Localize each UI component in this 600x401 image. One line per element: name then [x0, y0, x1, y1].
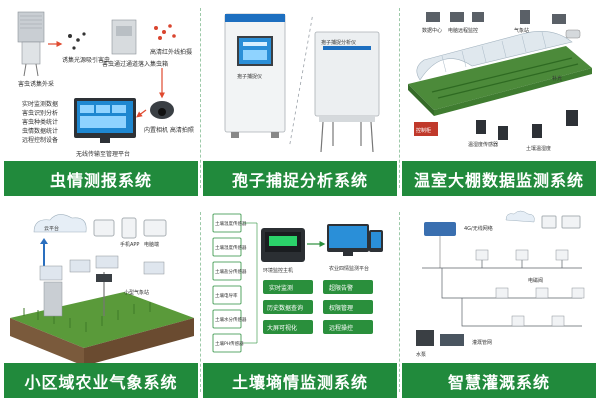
svg-text:水泵: 水泵 — [416, 351, 426, 358]
svg-text:手机APP: 手机APP — [120, 241, 139, 248]
svg-text:远程控制设备: 远程控制设备 — [22, 136, 58, 144]
panel-agro-weather: 云平台 手机APP 电脑端 小型气象站 小区域农业气象系统 — [4, 208, 198, 398]
svg-text:远程操控: 远程操控 — [329, 324, 353, 332]
svg-text:权限管理: 权限管理 — [329, 304, 353, 312]
svg-text:补光: 补光 — [552, 75, 562, 82]
svg-text:土壤水分传感器: 土壤水分传感器 — [215, 316, 247, 323]
svg-text:土壤盐分传感器: 土壤盐分传感器 — [215, 268, 247, 275]
separator-2 — [399, 8, 400, 188]
panel-soil-moisture: 土壤温度传感器 土壤湿度传感器 土壤盐分传感器 土壤电导率 土壤水分传感器 土壤… — [203, 208, 397, 398]
svg-text:小型气象站: 小型气象站 — [124, 289, 149, 296]
light-label: 诱集光源吸引害虫 — [62, 56, 110, 64]
svg-text:4G/无线网络: 4G/无线网络 — [464, 225, 493, 232]
camera-label: 内置相机 高清拍照 — [144, 126, 194, 134]
platform-label: 无线传输至管理平台 — [76, 150, 130, 158]
svg-text:灌溉管网: 灌溉管网 — [472, 339, 492, 346]
title-insect-forecast: 虫情测报系统 — [4, 161, 198, 196]
svg-text:实时监测数据: 实时监测数据 — [22, 100, 58, 108]
title-spore-capture: 孢子捕捉分析系统 — [203, 161, 397, 196]
svg-text:数据中心: 数据中心 — [422, 27, 442, 34]
separator-1 — [200, 8, 201, 188]
svg-text:历史数据查询: 历史数据查询 — [267, 304, 303, 312]
agro-weather-illustration: 云平台 手机APP 电脑端 小型气象站 — [10, 214, 194, 366]
title-soil-moisture: 土壤墒情监测系统 — [203, 363, 397, 398]
device-1-label: 孢子捕捉仪 — [237, 73, 262, 80]
svg-text:虫情数据统计: 虫情数据统计 — [22, 127, 58, 135]
svg-text:土壤湿度传感器: 土壤湿度传感器 — [215, 244, 247, 251]
panel-spore-capture: 孢子捕捉仪 孢子捕捉分析仪 孢子捕捉分析系统 — [203, 6, 397, 196]
insect-forecast-illustration: 害虫诱集外采 诱集光源吸引害虫 害虫通过通道落入集虫箱 高清红外线拍摄 内置相机… — [17, 11, 194, 158]
smart-irrigation-illustration: 4G/无线网络 电磁阀 水泵 灌溉管网 — [416, 210, 585, 358]
svg-text:控制柜: 控制柜 — [416, 127, 431, 134]
title-smart-irrigation: 智慧灌溉系统 — [402, 363, 596, 398]
svg-text:温湿度传感器: 温湿度传感器 — [468, 141, 498, 148]
panel-smart-irrigation: 4G/无线网络 电磁阀 水泵 灌溉管网 智慧灌溉系统 — [402, 208, 596, 398]
title-agro-weather: 小区域农业气象系统 — [4, 363, 198, 398]
svg-text:电脑端: 电脑端 — [144, 241, 159, 248]
device-2-label: 孢子捕捉分析仪 — [321, 39, 356, 46]
svg-text:大屏可视化: 大屏可视化 — [267, 324, 297, 332]
infrared-label: 高清红外线拍摄 — [150, 48, 192, 56]
svg-text:超限告警: 超限告警 — [329, 284, 353, 292]
svg-text:土壤PH传感器: 土壤PH传感器 — [215, 340, 244, 347]
svg-text:害虫识别分析: 害虫识别分析 — [22, 109, 58, 117]
greenhouse-illustration: 数据中心 电脑远程监控 气象站 控制柜 温湿度传感器 土壤温湿度 补光 — [408, 10, 592, 152]
svg-text:电脑远程监控: 电脑远程监控 — [448, 27, 478, 34]
svg-text:土壤电导率: 土壤电导率 — [215, 292, 238, 299]
svg-text:农业四情监测平台: 农业四情监测平台 — [329, 265, 369, 272]
svg-text:电磁阀: 电磁阀 — [528, 277, 543, 284]
title-greenhouse: 温室大棚数据监测系统 — [402, 161, 596, 196]
soil-moisture-illustration: 土壤温度传感器 土壤湿度传感器 土壤盐分传感器 土壤电导率 土壤水分传感器 土壤… — [212, 213, 383, 353]
svg-text:云平台: 云平台 — [44, 225, 59, 232]
trap-label: 害虫诱集外采 — [18, 80, 54, 88]
svg-text:土壤温度传感器: 土壤温度传感器 — [215, 220, 247, 227]
separator-4 — [399, 212, 400, 392]
separator-3 — [200, 212, 201, 392]
svg-text:环境监控主机: 环境监控主机 — [263, 267, 293, 274]
svg-text:土壤温湿度: 土壤温湿度 — [526, 145, 551, 152]
svg-text:实时监测: 实时监测 — [269, 284, 293, 292]
spore-capture-illustration: 孢子捕捉仪 孢子捕捉分析仪 — [224, 13, 380, 153]
panel-insect-forecast: 害虫诱集外采 诱集光源吸引害虫 害虫通过通道落入集虫箱 高清红外线拍摄 内置相机… — [4, 6, 198, 196]
fall-label: 害虫通过通道落入集虫箱 — [102, 60, 168, 68]
panel-greenhouse: 数据中心 电脑远程监控 气象站 控制柜 温湿度传感器 土壤温湿度 补光 温室大棚… — [402, 6, 596, 196]
svg-text:气象站: 气象站 — [514, 27, 529, 34]
svg-text:害虫种类统计: 害虫种类统计 — [22, 118, 58, 126]
